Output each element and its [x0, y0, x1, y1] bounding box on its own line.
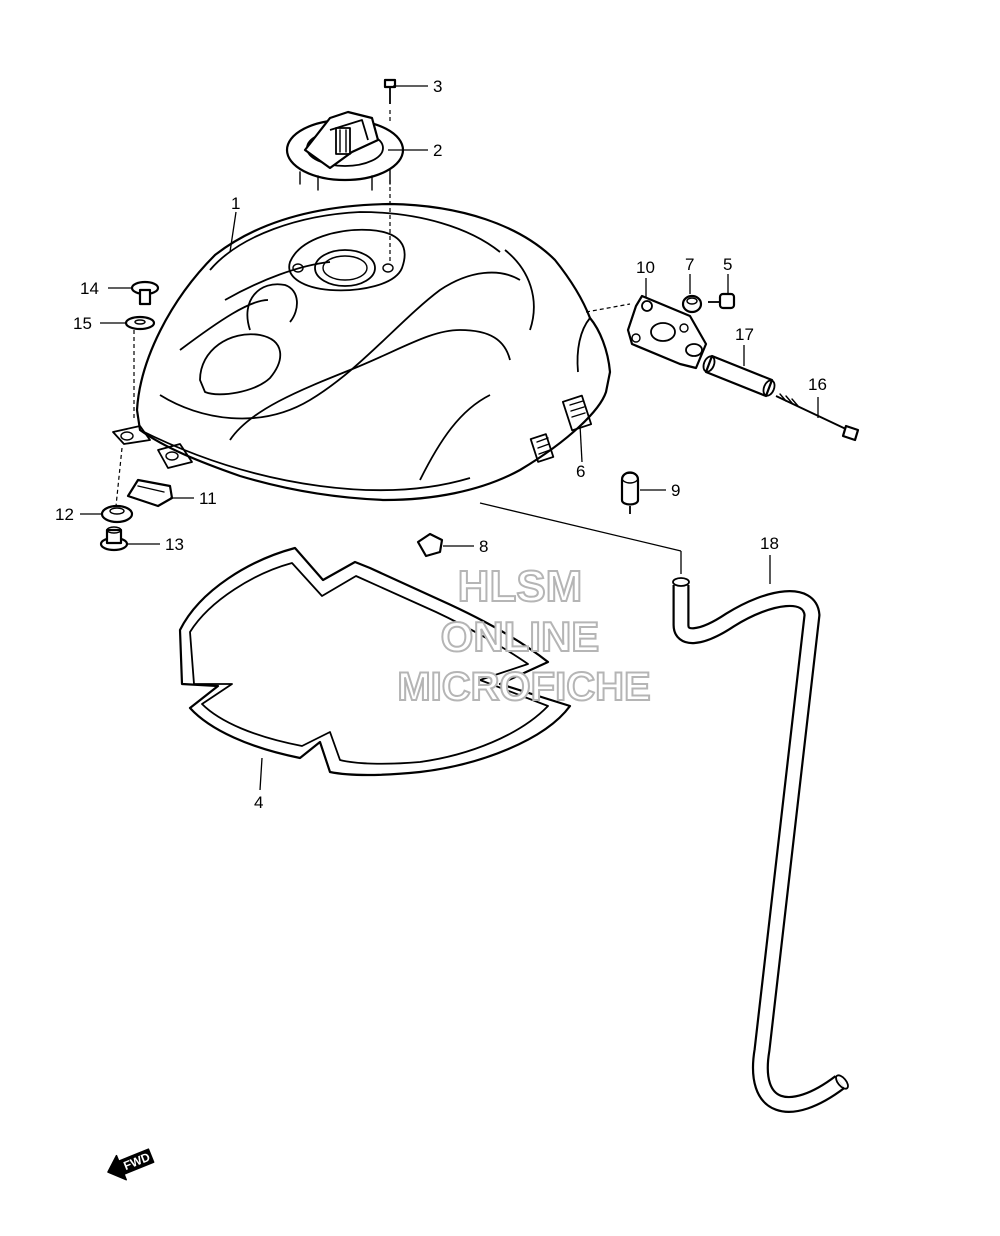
callout-2: 2 — [433, 141, 442, 160]
push-rivet — [130, 280, 160, 306]
rubber-cushion — [681, 294, 703, 314]
callout-9: 9 — [671, 481, 680, 500]
drain-hose — [672, 577, 849, 1113]
callout-14: 14 — [80, 279, 99, 298]
callout-12: 12 — [55, 505, 74, 524]
callout-4: 4 — [254, 793, 263, 812]
tank-gasket — [178, 546, 572, 777]
check-valve — [620, 471, 640, 514]
washer — [124, 315, 156, 331]
callout-1: 1 — [231, 194, 240, 213]
callout-16: 16 — [808, 375, 827, 394]
callout-3: 3 — [433, 77, 442, 96]
callout-11: 11 — [199, 489, 217, 508]
watermark-line-1: HLSM — [458, 562, 583, 611]
cap-screw — [383, 78, 397, 104]
clip-nut — [416, 532, 444, 558]
callout-numbers: 1 2 3 4 5 6 7 8 9 10 11 12 13 14 15 16 1… — [55, 77, 827, 812]
rear-bracket — [626, 294, 708, 370]
callout-17: 17 — [735, 325, 754, 344]
fuel-tank — [112, 202, 612, 502]
callout-10: 10 — [636, 258, 655, 277]
callout-18: 18 — [760, 534, 779, 553]
bracket-bolt — [708, 292, 736, 310]
watermark: HLSM ONLINE MICROFICHE — [396, 561, 651, 710]
mounting-bolt — [775, 393, 860, 442]
callout-6: 6 — [576, 462, 585, 481]
watermark-line-2: ONLINE — [441, 613, 600, 660]
fuel-cap-assembly — [285, 110, 405, 191]
collar — [99, 526, 129, 552]
assembly-lines — [115, 110, 682, 574]
watermark-line-3: MICROFICHE — [397, 665, 650, 709]
grommet — [100, 504, 134, 524]
spacer-collar — [702, 354, 776, 398]
callout-5: 5 — [723, 255, 732, 274]
fwd-direction-arrow: FWD — [107, 1148, 155, 1181]
front-cushion — [126, 478, 174, 508]
callout-leaders — [80, 85, 819, 791]
callout-7: 7 — [685, 255, 694, 274]
callout-15: 15 — [73, 314, 92, 333]
callout-13: 13 — [165, 535, 184, 554]
callout-8: 8 — [479, 537, 488, 556]
